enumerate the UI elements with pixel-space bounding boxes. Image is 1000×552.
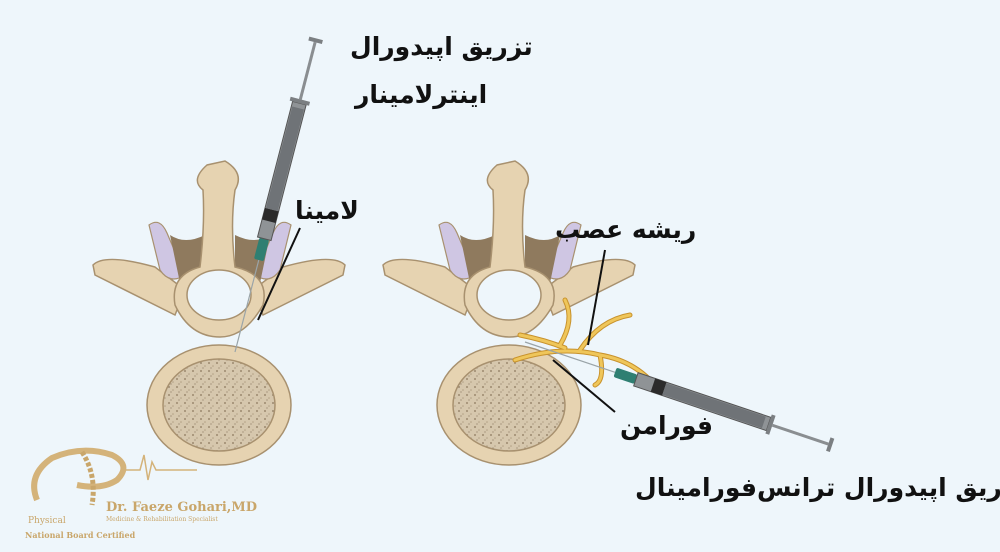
label-interlaminar-line1: تزریق اپیدورال (350, 32, 533, 61)
logo-certification: National Board Certified (25, 530, 136, 540)
vertebra-transforaminal (382, 160, 636, 466)
label-lamina: لامینا (295, 196, 359, 225)
lamina-pointer (257, 227, 301, 321)
label-interlaminar-line2: اینترلامینار (355, 80, 488, 109)
nerve-root (512, 297, 653, 388)
foramen-pointer (552, 359, 616, 413)
label-transforaminal: تزریق اپیدورال ترانس‌فورامینال (635, 473, 1000, 502)
label-nerve-root: ریشه عصب (555, 215, 697, 244)
spine-ecg-logo-icon (31, 447, 197, 506)
logo-word: Physical (28, 516, 66, 526)
logo-doctor-name: Dr. Faeze Gohari,MD (106, 500, 257, 515)
clinic-logo: Dr. Faeze Gohari,MD Medicine & Rehabilit… (22, 440, 262, 540)
label-foramen: فورامن (620, 411, 713, 440)
logo-specialty: Medicine & Rehabilitation Specialist (106, 516, 218, 523)
nerve-root-pointer (587, 249, 606, 346)
